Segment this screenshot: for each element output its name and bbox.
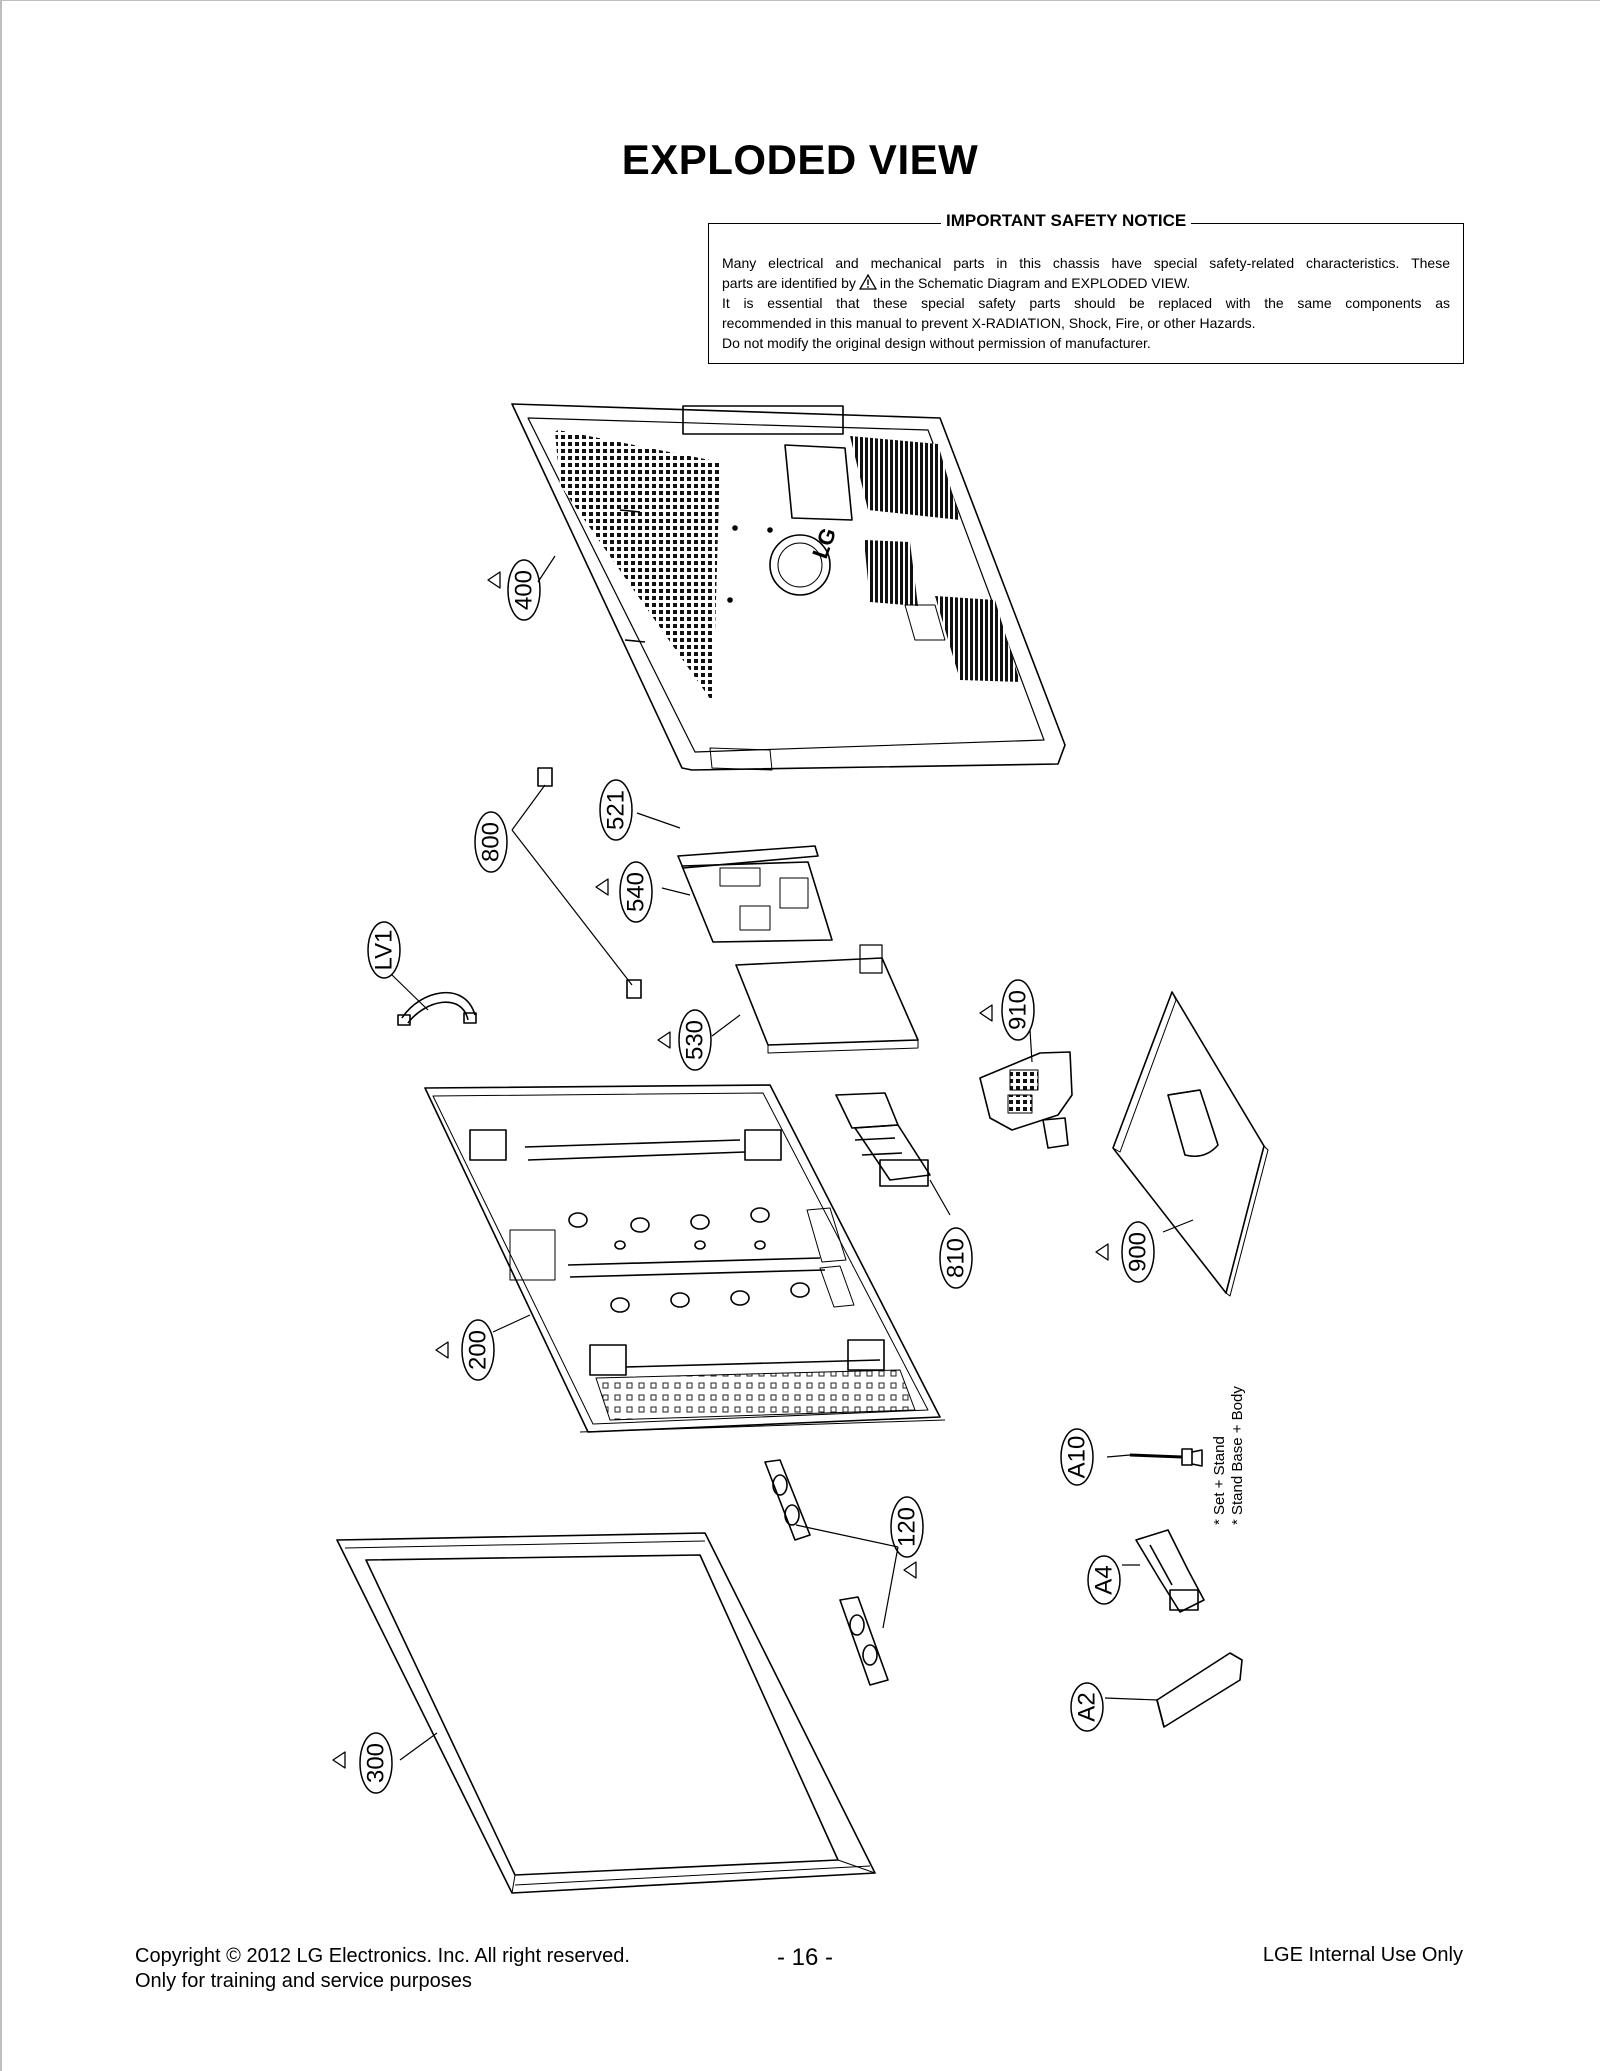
callout-a10: A10 xyxy=(1064,1436,1091,1479)
part-810-stand-bracket xyxy=(835,1092,931,1187)
safety-notice-box: IMPORTANT SAFETY NOTICE Many electrical … xyxy=(708,211,1464,364)
page-top-border xyxy=(0,0,1600,1)
footer-copyright-block: Copyright © 2012 LG Electronics. Inc. Al… xyxy=(135,1944,630,1994)
part-a4-hinge xyxy=(1135,1529,1205,1613)
notice-line-5: Do not modify the original design withou… xyxy=(722,335,1151,351)
leader-lines xyxy=(391,555,1194,1761)
warning-triangle-icon xyxy=(435,1341,449,1359)
callout-lv1: LV1 xyxy=(371,930,398,971)
stand-note-2: * Stand Base + Body xyxy=(1229,1386,1246,1525)
stand-notes: * Set + Stand * Stand Base + Body xyxy=(1211,1386,1246,1525)
callout-810: 810 xyxy=(943,1238,970,1278)
notice-line-4: recommended in this manual to prevent X-… xyxy=(722,315,1256,331)
callout-400: 400 xyxy=(511,570,538,610)
notice-line-2a: parts are identified by xyxy=(722,275,856,291)
part-910-stand-cover xyxy=(979,1051,1073,1149)
stand-note-1: * Set + Stand xyxy=(1211,1436,1228,1525)
notice-line-2b: in the Schematic Diagram and EXPLODED VI… xyxy=(879,275,1191,291)
warning-triangle-icon xyxy=(979,1004,993,1022)
warning-triangle-icon xyxy=(332,1751,346,1769)
notice-line-1: Many electrical and mechanical parts in … xyxy=(722,255,1450,271)
notice-line-2: parts are identified by in the Schematic … xyxy=(722,273,1450,293)
part-800-clip-top xyxy=(537,767,553,787)
part-lv1-connector-b xyxy=(463,1012,477,1024)
safety-warning-icons xyxy=(332,571,1109,1769)
callout-800: 800 xyxy=(478,822,505,862)
part-300-front-cabinet xyxy=(336,1532,876,1894)
part-120-speaker-bottom xyxy=(839,1596,889,1686)
part-a10-screw xyxy=(1129,1448,1203,1467)
part-a2-cover xyxy=(1156,1652,1243,1728)
part-530-power-board xyxy=(735,944,919,1054)
footer-copyright: Copyright © 2012 LG Electronics. Inc. Al… xyxy=(135,1945,630,1967)
part-800-clip-bottom xyxy=(626,979,642,999)
callout-530: 530 xyxy=(682,1020,709,1060)
page-title: EXPLODED VIEW xyxy=(621,136,979,183)
callout-ellipses xyxy=(359,559,1155,1794)
part-900-stand-base xyxy=(1112,991,1269,1297)
warning-triangle-icon xyxy=(657,1031,671,1049)
warning-triangle-icon xyxy=(595,878,609,896)
notice-line-3: It is essential that these special safet… xyxy=(722,295,1450,311)
part-400-back-cover: LG xyxy=(511,403,1066,771)
page-left-border xyxy=(0,0,2,2071)
part-120-speaker-top xyxy=(764,1459,811,1541)
part-521-bracket xyxy=(677,845,819,869)
callout-300: 300 xyxy=(363,1743,390,1783)
callout-a4: A4 xyxy=(1091,1565,1118,1594)
safety-notice-body: Many electrical and mechanical parts in … xyxy=(722,253,1450,353)
warning-triangle-icon xyxy=(1095,1243,1109,1261)
callout-521: 521 xyxy=(603,790,630,830)
callout-200: 200 xyxy=(465,1330,492,1370)
warning-triangle-icon xyxy=(858,274,877,290)
callout-120: 120 xyxy=(894,1507,921,1547)
callout-900: 900 xyxy=(1125,1232,1152,1272)
warning-triangle-icon xyxy=(487,571,501,589)
warning-triangle-icon xyxy=(903,1561,917,1579)
footer-internal-use: LGE Internal Use Only xyxy=(1262,1944,1463,1966)
callout-910: 910 xyxy=(1005,990,1032,1030)
part-lv1-connector-a xyxy=(397,1014,411,1026)
brand-logo-lg: LG xyxy=(807,524,841,561)
footer-page-number: - 16 - xyxy=(776,1944,833,1971)
callout-labels: 400 521 800 540 LV1 530 910 200 810 900 … xyxy=(363,570,1152,1783)
part-540-main-board xyxy=(681,861,833,943)
part-200-chassis-frame xyxy=(424,1084,946,1433)
callout-a2: A2 xyxy=(1074,1692,1101,1721)
callout-540: 540 xyxy=(623,872,650,912)
footer-purpose: Only for training and service purposes xyxy=(135,1970,472,1992)
safety-notice-title: IMPORTANT SAFETY NOTICE xyxy=(941,211,1192,231)
